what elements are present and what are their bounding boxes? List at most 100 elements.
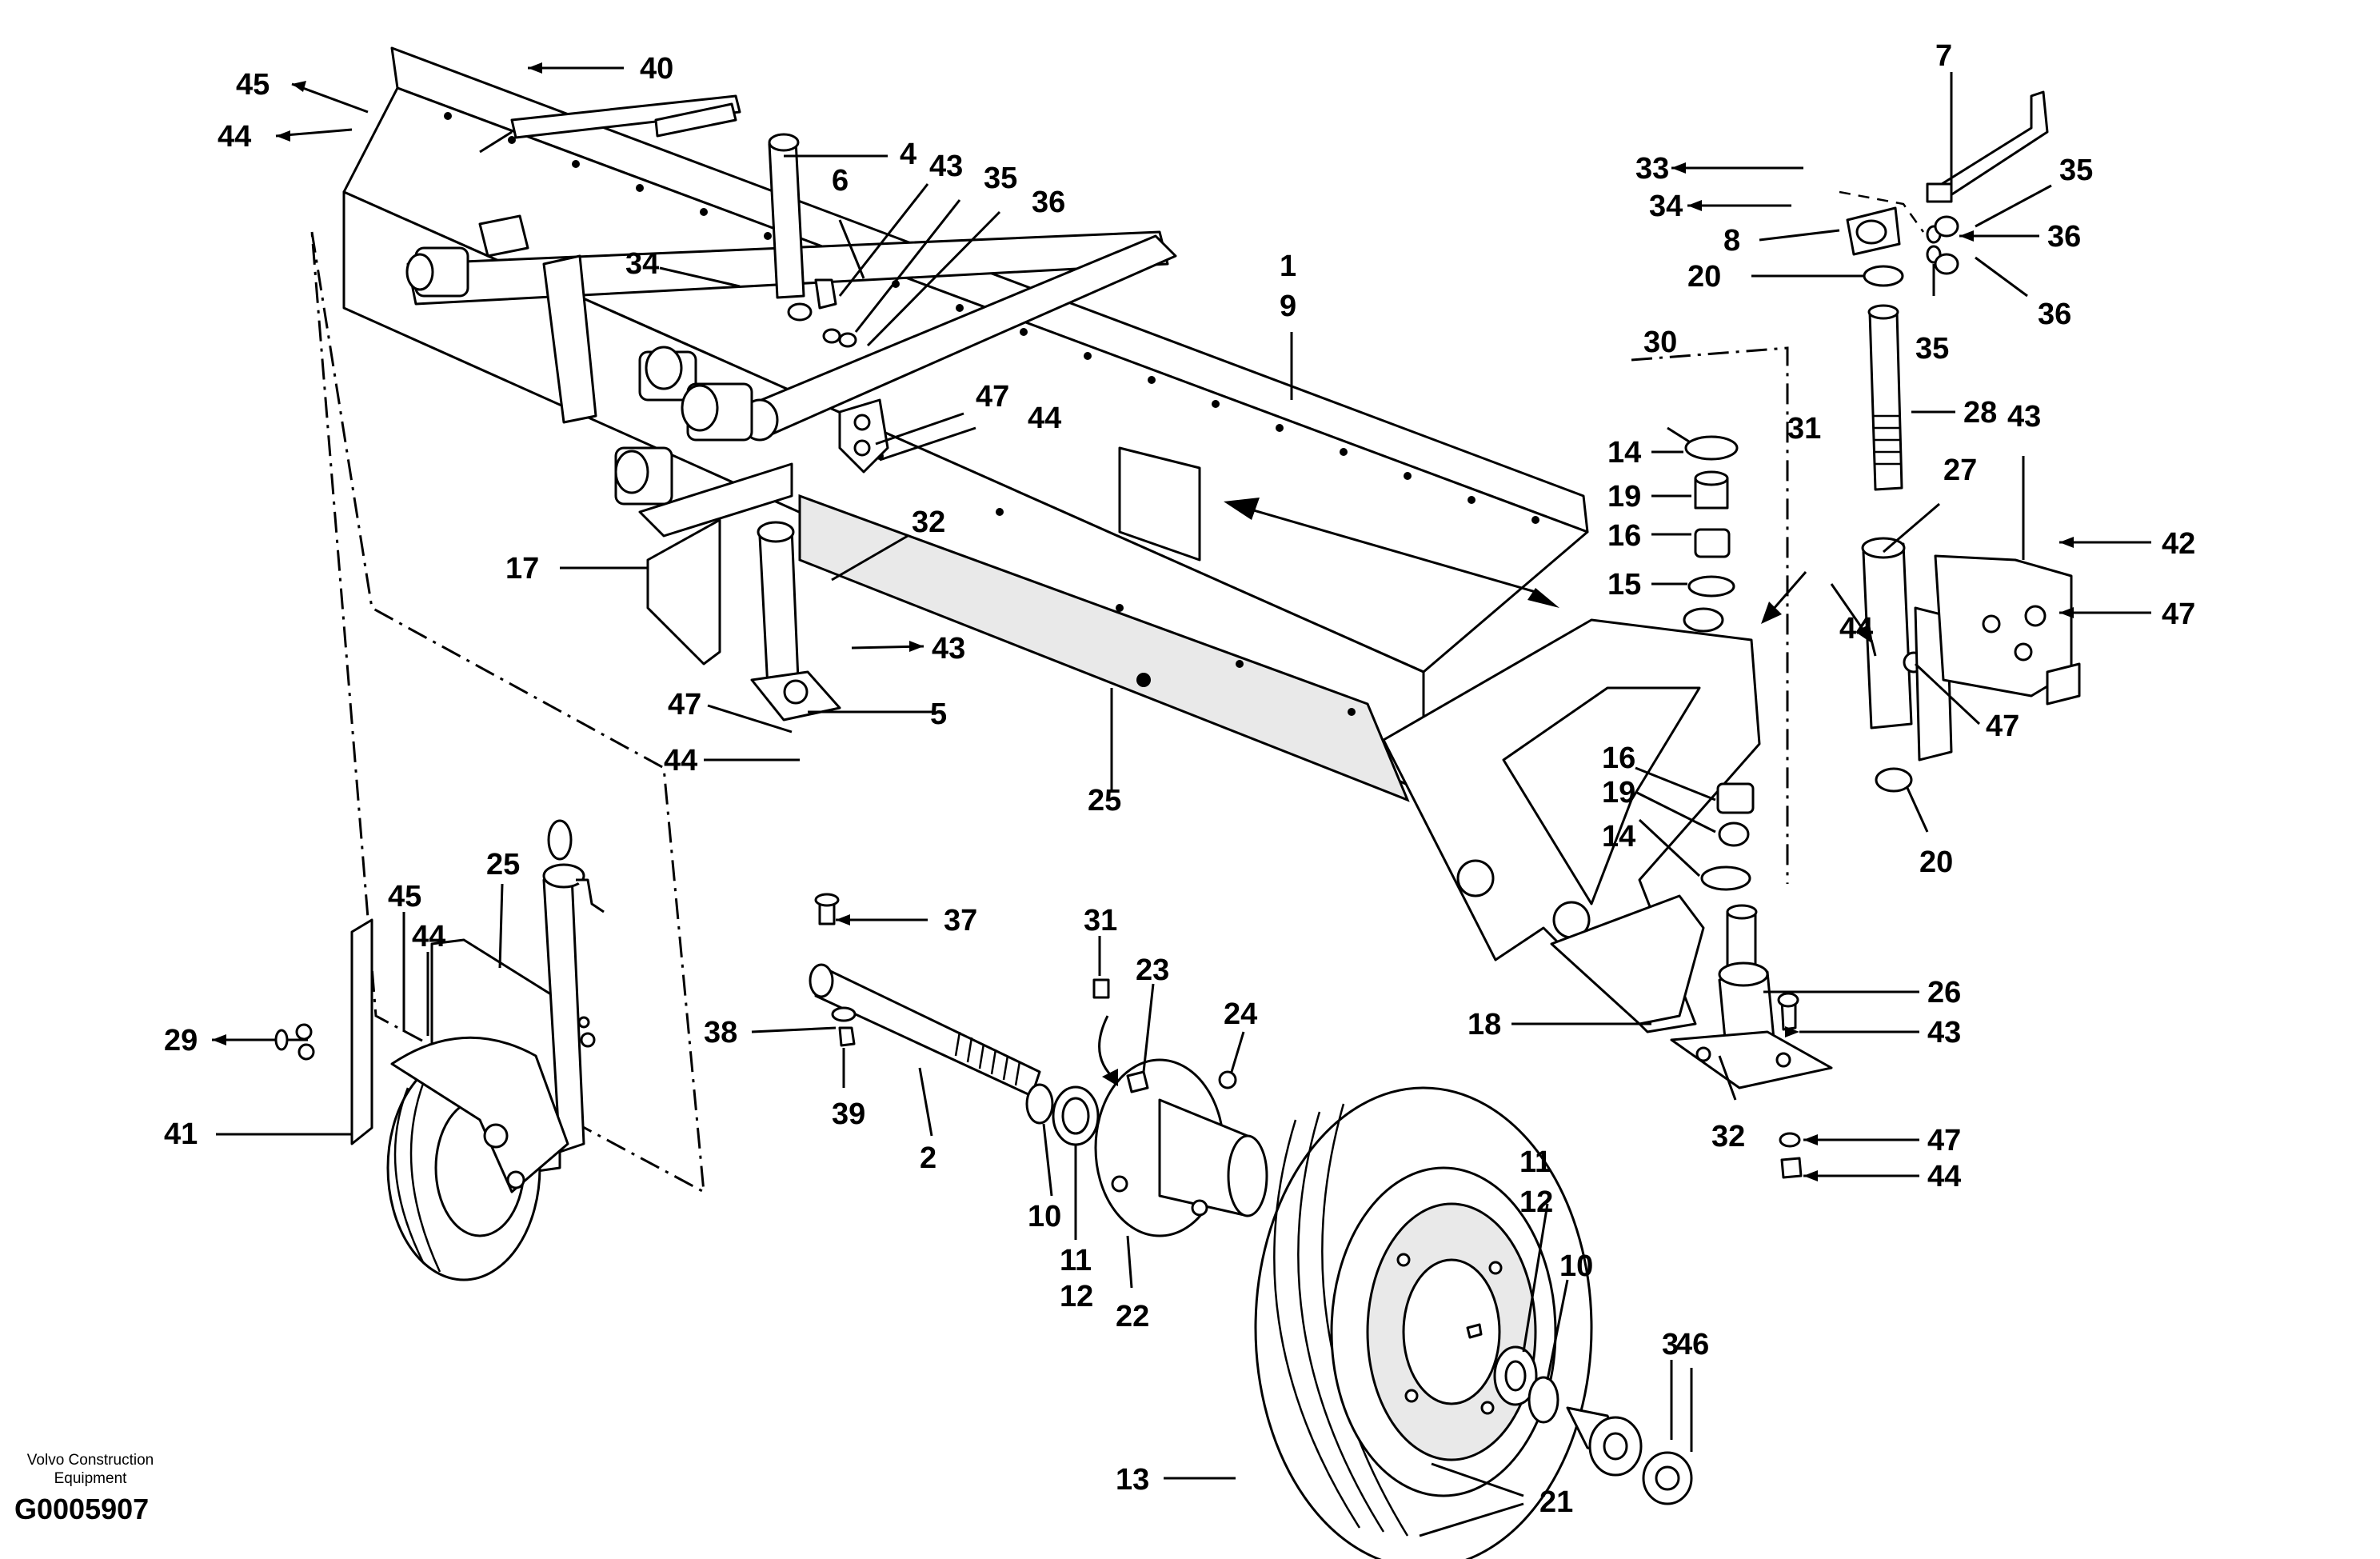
callout-38: 38 — [704, 1016, 737, 1049]
callout-44: 44 — [1839, 612, 1873, 646]
outer-bearing-nuts — [1466, 1323, 1693, 1505]
callout-14: 14 — [1602, 820, 1635, 853]
callout-16: 16 — [1602, 742, 1635, 775]
callout-29: 29 — [164, 1024, 198, 1057]
callout-30: 30 — [1643, 326, 1677, 359]
callout-44: 44 — [664, 744, 697, 778]
leader-lines — [212, 66, 2151, 1537]
callout-17: 17 — [505, 552, 539, 586]
callout-36: 36 — [2038, 298, 2071, 331]
pivot-bracket-17 — [646, 518, 841, 722]
callout-43: 43 — [932, 632, 965, 666]
callout-10: 10 — [1559, 1249, 1593, 1283]
callout-23: 23 — [1136, 953, 1169, 987]
beam-direction-arrow — [1231, 502, 1536, 594]
callout-42: 42 — [2162, 527, 2195, 561]
callout-20: 20 — [1687, 260, 1721, 294]
callout-12: 12 — [1519, 1185, 1553, 1219]
callout-3: 3 — [1662, 1328, 1679, 1361]
callout-6: 6 — [832, 164, 849, 198]
callout-13: 13 — [1116, 1463, 1149, 1497]
callout-19: 19 — [1607, 480, 1641, 514]
callout-20: 20 — [1919, 845, 1953, 879]
main-beam — [342, 46, 1589, 802]
callout-37: 37 — [944, 904, 977, 937]
callout-47: 47 — [2162, 598, 2195, 631]
callout-2: 2 — [920, 1141, 936, 1175]
callout-15: 15 — [1607, 568, 1641, 602]
callout-18: 18 — [1468, 1008, 1501, 1041]
callout-27: 27 — [1943, 454, 1977, 487]
callout-43: 43 — [2007, 400, 2041, 434]
steering-fork-18 — [1382, 618, 1761, 1033]
callout-44: 44 — [218, 120, 251, 154]
assembly-arrow-b-head — [1855, 624, 1873, 644]
callout-21: 21 — [1539, 1485, 1573, 1519]
callout-47: 47 — [1927, 1124, 1961, 1157]
king-pin-assembly — [1861, 304, 2081, 793]
callout-1: 1 — [1280, 250, 1296, 283]
upper-tube-assembly — [405, 94, 1177, 538]
brand-line-2: Equipment — [54, 1470, 127, 1487]
callout-36: 36 — [2047, 220, 2081, 254]
callout-41: 41 — [164, 1117, 198, 1151]
callout-43: 43 — [929, 150, 963, 183]
brand-caption: Volvo Construction Equipment — [14, 1451, 166, 1488]
callout-47: 47 — [668, 688, 701, 722]
callout-36: 36 — [1032, 186, 1065, 219]
callout-35: 35 — [984, 162, 1017, 195]
explode-guide-top-right — [1839, 190, 1925, 233]
bearing-stack-upper — [1667, 426, 1739, 633]
callout-5: 5 — [930, 698, 947, 731]
callout-14: 14 — [1607, 436, 1641, 470]
callout-31: 31 — [1084, 904, 1117, 937]
callout-26: 26 — [1927, 976, 1961, 1009]
callout-31: 31 — [1787, 412, 1821, 446]
caster-wheel-assembly — [274, 819, 605, 1281]
callout-44: 44 — [1028, 402, 1061, 435]
callout-34: 34 — [625, 247, 659, 281]
assembly-arrow-b — [1830, 583, 1869, 637]
callout-8: 8 — [1723, 224, 1740, 258]
callout-32: 32 — [1711, 1120, 1745, 1153]
leader-arrowheads — [212, 62, 2074, 1181]
callout-47: 47 — [976, 380, 1009, 414]
callout-28: 28 — [1963, 396, 1997, 430]
callout-39: 39 — [832, 1097, 865, 1131]
callout-35: 35 — [2059, 154, 2093, 187]
beam-direction-arrow-tail — [1527, 588, 1559, 608]
callout-4: 4 — [900, 138, 916, 171]
wheel-hub-22 — [1025, 978, 1268, 1237]
beam-bracket-47 — [838, 398, 889, 474]
callout-12: 12 — [1060, 1280, 1093, 1313]
callout-45: 45 — [236, 68, 270, 102]
bearing-stack-lower — [1700, 782, 1755, 891]
callout-46: 46 — [1675, 1328, 1709, 1361]
drawing-reference: G0005907 — [14, 1493, 150, 1525]
callout-24: 24 — [1224, 997, 1257, 1031]
callout-44: 44 — [1927, 1160, 1961, 1193]
callout-32: 32 — [912, 506, 945, 539]
callout-47: 47 — [1986, 710, 2019, 743]
callout-45: 45 — [388, 880, 421, 913]
callout-11: 11 — [1060, 1244, 1092, 1277]
callout-44: 44 — [412, 920, 445, 953]
beam-direction-arrowhead — [1224, 498, 1260, 520]
main-wheel-13 — [1254, 1086, 1593, 1559]
callout-34: 34 — [1649, 190, 1683, 223]
callout-25: 25 — [1088, 784, 1121, 817]
callout-22: 22 — [1116, 1300, 1149, 1333]
callout-7: 7 — [1935, 39, 1952, 73]
callout-labels: 40 45 44 4 43 35 6 36 34 1 9 47 44 32 17… — [164, 39, 2195, 1519]
clamp-lever-7-8 — [1846, 90, 2049, 287]
callout-40: 40 — [640, 52, 673, 86]
callout-19: 19 — [1602, 776, 1635, 809]
callout-25: 25 — [486, 848, 520, 881]
explode-guide-left-frame — [310, 231, 705, 1194]
callout-33: 33 — [1635, 152, 1669, 186]
callout-10: 10 — [1028, 1200, 1061, 1233]
callout-35: 35 — [1915, 332, 1949, 366]
callout-43: 43 — [1927, 1016, 1961, 1049]
explode-guide-right — [1631, 346, 1789, 884]
assembly-arrow-a-head — [1761, 602, 1782, 624]
